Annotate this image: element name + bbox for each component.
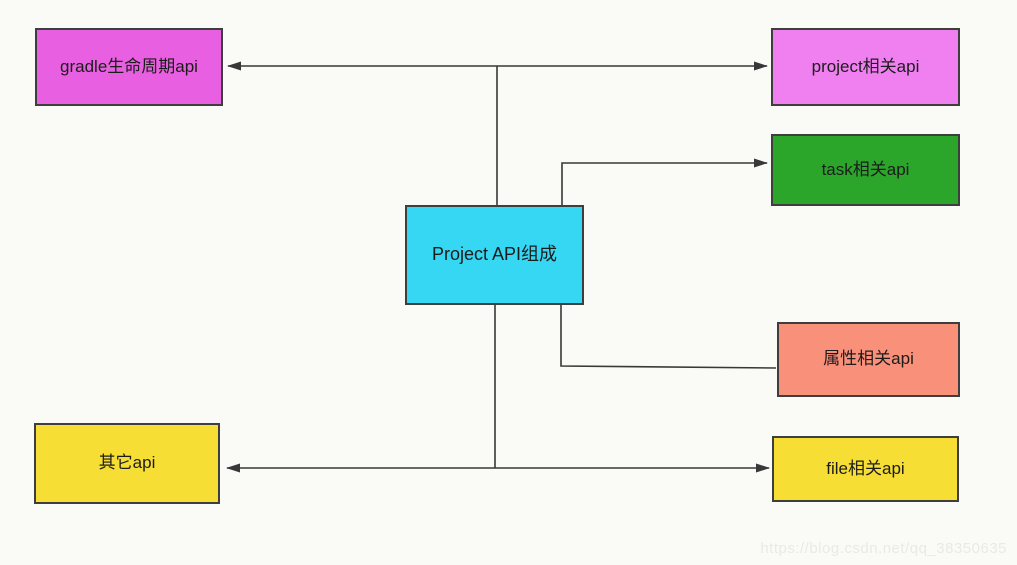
node-label: task相关api bbox=[821, 159, 910, 179]
node-label: Project API组成 bbox=[431, 244, 558, 265]
node-project-api: project相关api bbox=[771, 28, 960, 106]
node-other-api: 其它api bbox=[34, 423, 220, 504]
node-label: 属性相关api bbox=[823, 349, 914, 369]
node-file-api: file相关api bbox=[772, 436, 959, 502]
node-label: project相关api bbox=[811, 56, 920, 76]
node-gradle-lifecycle-api: gradle生命周期api bbox=[35, 28, 223, 106]
node-label: gradle生命周期api bbox=[60, 56, 198, 76]
node-label: 其它api bbox=[98, 453, 156, 473]
node-label: file相关api bbox=[826, 458, 905, 478]
node-project-api-composition: Project API组成 bbox=[405, 205, 584, 305]
connector-center-attr bbox=[560, 305, 777, 369]
node-property-api: 属性相关api bbox=[777, 322, 960, 397]
node-task-api: task相关api bbox=[771, 134, 960, 206]
watermark-url: https://blog.csdn.net/qq_38350635 bbox=[760, 540, 1007, 557]
connector-center-task bbox=[561, 158, 768, 205]
